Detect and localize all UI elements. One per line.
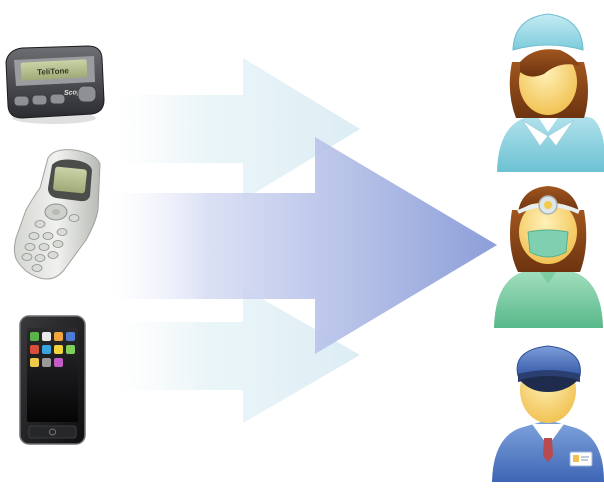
cordless-handset	[14, 150, 100, 279]
smartphone-screen	[27, 328, 78, 422]
main-arrow	[110, 137, 497, 354]
handset-display	[53, 166, 87, 193]
nurse-cap	[513, 14, 583, 50]
doctor-avatar	[494, 186, 603, 328]
pager-brand: TeliTone	[37, 66, 70, 77]
pager-device: TeliTone Scope	[6, 46, 104, 124]
security-guard-avatar	[492, 346, 604, 482]
surgical-mask-icon	[528, 230, 568, 257]
nurse-avatar	[497, 14, 604, 172]
smartphone	[20, 316, 85, 444]
